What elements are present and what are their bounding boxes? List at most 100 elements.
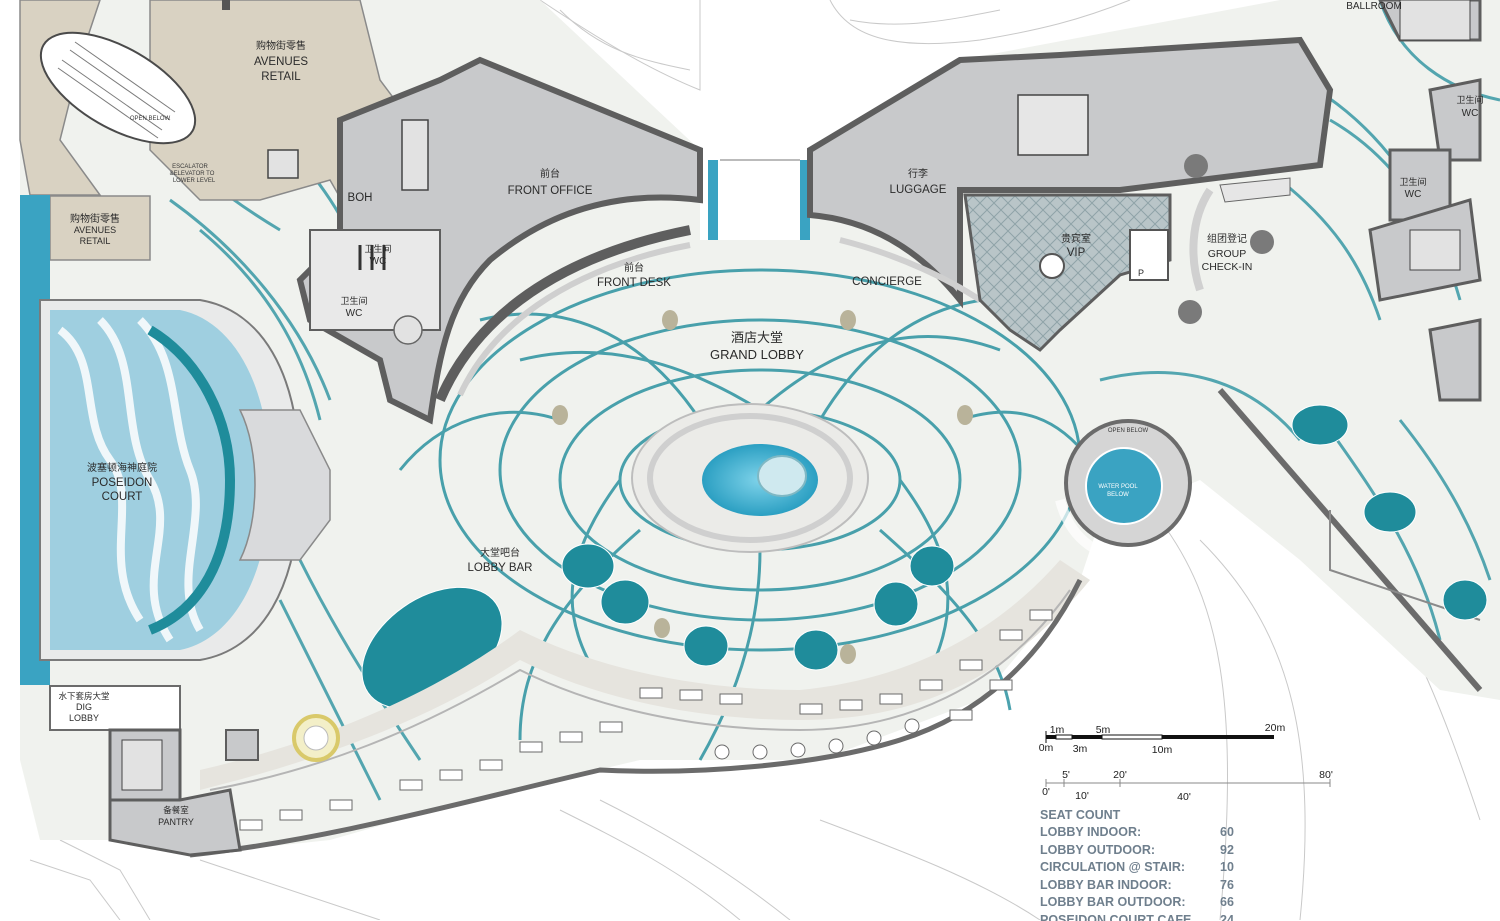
- seat-count-value: 60: [1220, 825, 1234, 839]
- escalator-note-3: LOWER LEVEL: [173, 178, 216, 184]
- scale-imperial-top-2: 20': [1113, 769, 1127, 781]
- seat-count-label: LOBBY OUTDOOR:: [1040, 842, 1156, 857]
- avenues-retail-top-cn: 购物街零售: [256, 39, 306, 52]
- poseidon-court-en1: POSEIDON: [92, 477, 153, 489]
- wc-right-mid-en: WC: [1405, 189, 1422, 200]
- seat-count-label: POSEIDON COURT CAFE: [1040, 912, 1192, 921]
- seat-count-panel: SEAT COUNT LOBBY INDOOR: 60 LOBBY OUTDOO…: [1040, 806, 1280, 921]
- site-outlines: [29, 0, 1481, 920]
- terrace: [200, 560, 1090, 790]
- vip-cn: 贵宾室: [1061, 232, 1091, 245]
- luggage-block: [807, 36, 1334, 309]
- seat-count-title: SEAT COUNT: [1040, 808, 1121, 822]
- scale-imperial-top-3: 80': [1319, 769, 1333, 781]
- luggage-stair: [1017, 94, 1089, 156]
- boh-label: BOH: [348, 192, 373, 204]
- right-booths: [1291, 404, 1488, 621]
- water-pool-label-1: WATER POOL: [1098, 484, 1138, 490]
- seat-count-value: 10: [1220, 860, 1234, 874]
- group-checkin-counter: [1219, 177, 1291, 203]
- pantry-cn: 备餐室: [163, 805, 189, 815]
- escalator-open-below: OPEN BELOW: [130, 116, 171, 122]
- escalator-opening: [39, 0, 230, 145]
- seat-count-row: LOBBY BAR INDOOR: 76: [1040, 877, 1280, 895]
- seat-count-row: POSEIDON COURT CAFE 24: [1040, 912, 1280, 921]
- front-desk-cn: 前台: [624, 261, 644, 274]
- grand-lobby-en: GRAND LOBBY: [710, 347, 804, 362]
- scale-metric-top-2: 5m: [1096, 724, 1111, 736]
- p-label: P: [1138, 268, 1144, 278]
- outdoor-round-tables: [714, 718, 920, 760]
- vip-en: VIP: [1067, 247, 1086, 259]
- seat-count-value: 24: [1220, 912, 1234, 921]
- retail-left: [49, 195, 151, 261]
- stair-open-below-label: OPEN BELOW: [1108, 428, 1149, 434]
- right-outer-wall-2: [1329, 510, 1481, 621]
- scale-imperial-bottom-2: 10': [1075, 790, 1089, 802]
- lobby-bar-cn: 大堂吧台: [480, 546, 520, 559]
- avenues-retail-top-en2: RETAIL: [261, 71, 301, 83]
- group-checkin-cn: 组团登记: [1207, 232, 1247, 245]
- luggage-cn: 行李: [908, 167, 928, 180]
- seat-count-row: LOBBY INDOOR: 60: [1040, 824, 1280, 842]
- wc-right-top-cn: 卫生间: [1456, 94, 1483, 105]
- wc-block-left: [267, 119, 441, 345]
- avenues-retail-left-cn: 购物街零售: [70, 212, 120, 225]
- terrace-inner-edge: [209, 589, 1071, 791]
- avenues-retail-top-en1: AVENUES: [254, 56, 308, 68]
- scale-metric-bottom-2: 3m: [1073, 743, 1088, 755]
- central-feature: [631, 403, 869, 553]
- pantry-en: PANTRY: [158, 817, 194, 827]
- lobby-bar-en: LOBBY BAR: [468, 562, 533, 574]
- wc-lower-en: WC: [346, 308, 363, 319]
- wc-lower-cn: 卫生间: [340, 295, 367, 306]
- seat-count-row: LOBBY OUTDOOR: 92: [1040, 842, 1280, 860]
- seat-count-value: 92: [1220, 842, 1234, 857]
- right-stair: [1399, 0, 1471, 271]
- scale-imperial-bottom-3: 40': [1177, 791, 1191, 803]
- escalator-note-1: ESCALATOR: [172, 164, 208, 170]
- luggage-en: LUGGAGE: [890, 184, 947, 196]
- avenues-retail-left-en2: RETAIL: [80, 236, 111, 246]
- lobby-columns: [552, 310, 973, 664]
- group-checkin-en2: CHECK-IN: [1202, 261, 1253, 273]
- scale-metric-top-1: 1m: [1050, 724, 1065, 736]
- grand-lobby-cn: 酒店大堂: [731, 330, 783, 345]
- wc-upper-en: WC: [370, 256, 387, 267]
- scale-metric-bottom-1: 0m: [1039, 742, 1054, 754]
- escalator-note-2: &ELEVATOR TO: [170, 171, 215, 177]
- poseidon-court-cn: 波塞顿海神庭院: [87, 461, 157, 474]
- dig-lobby-en2: LOBBY: [69, 713, 99, 723]
- wc-upper-cn: 卫生间: [364, 243, 391, 254]
- avenues-retail-left-en1: AVENUES: [74, 225, 116, 235]
- seat-count-label: LOBBY BAR INDOOR:: [1040, 877, 1172, 892]
- front-office-cn: 前台: [540, 167, 560, 180]
- seat-count-value: 76: [1220, 877, 1234, 892]
- dig-lobby-en1: DIG: [76, 702, 92, 712]
- outdoor-furniture: [239, 609, 1053, 831]
- seat-count-value: 66: [1220, 895, 1234, 909]
- scale-imperial-top-1: 5': [1062, 769, 1070, 781]
- wc-right-top-en: WC: [1462, 108, 1479, 119]
- group-checkin-desk: [1189, 187, 1214, 292]
- front-desk-inner: [457, 242, 691, 397]
- front-desk-en: FRONT DESK: [597, 277, 671, 289]
- terrace-outer: [189, 578, 1083, 858]
- poseidon-court-en2: COURT: [102, 491, 143, 503]
- scale-metric-bottom-3: 10m: [1152, 744, 1173, 756]
- wc-right-mid-cn: 卫生间: [1399, 176, 1426, 187]
- right-outer-wall: [1217, 388, 1483, 692]
- front-office-en: FRONT OFFICE: [508, 185, 593, 197]
- stair-open-below: [1055, 419, 1192, 565]
- seat-count-label: CIRCULATION @ STAIR:: [1040, 860, 1186, 874]
- seat-count-row: CIRCULATION @ STAIR: 10: [1040, 859, 1280, 877]
- concierge-counter: [839, 237, 982, 303]
- dig-lobby-cn: 水下套房大堂: [58, 691, 109, 701]
- lower-left-rooms: [49, 685, 340, 857]
- group-checkin-en1: GROUP: [1208, 248, 1247, 260]
- concierge-label: CONCIERGE: [852, 276, 922, 288]
- poseidon-court: [39, 299, 331, 661]
- scale-bar: 1m 5m 20m 0m 3m 10m 5' 20' 80' 0' 10' 40…: [1039, 722, 1333, 803]
- seat-count-row: LOBBY BAR OUTDOOR: 66: [1040, 894, 1280, 912]
- front-desk-counter: [435, 225, 691, 402]
